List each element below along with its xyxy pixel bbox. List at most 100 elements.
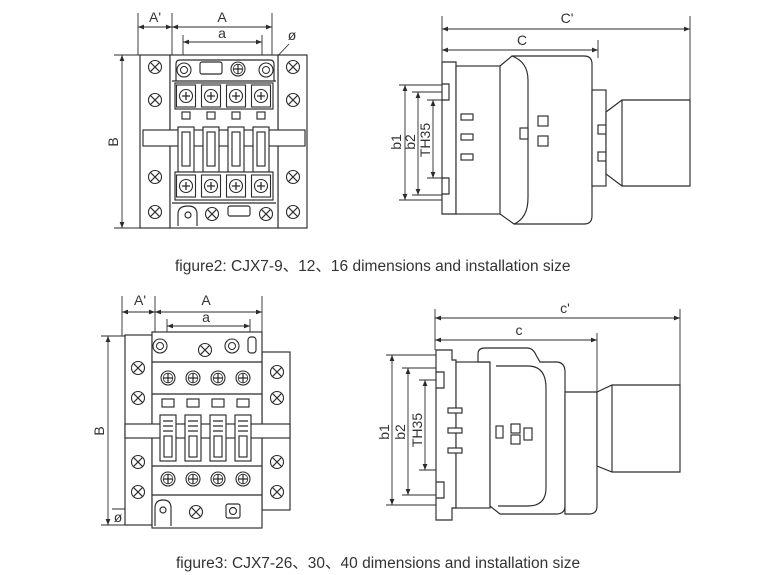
indicator-window (510, 434, 521, 445)
coil-housing (605, 99, 691, 187)
figure2-side-labels: C' C b1 b2 TH35 (388, 10, 573, 157)
front-block (455, 361, 491, 509)
figure2-caption: figure2: CJX7-9、12、16 dimensions and ins… (175, 258, 570, 275)
label-a: A (217, 9, 227, 25)
flange-screw-icon (130, 484, 146, 500)
figure2-front-view: A' A a ø B (105, 9, 308, 229)
terminal-screw-icon (160, 471, 176, 487)
terminal-tab (211, 398, 225, 408)
vent-slot (447, 447, 463, 454)
pole-window (202, 126, 220, 173)
label-c-prime: c' (560, 300, 570, 316)
terminal-tab (236, 398, 250, 408)
terminal-screw-icon (210, 370, 226, 386)
terminal-screw-icon (175, 84, 197, 108)
mounting-hole-icon (176, 62, 192, 78)
figure3-front-labels: A' A a ø B (91, 292, 211, 525)
coil-housing (596, 384, 681, 473)
pole-ridges (163, 420, 248, 432)
mounting-hole-icon (152, 338, 168, 354)
top-latch (199, 61, 223, 75)
terminal-screw-icon (185, 471, 201, 487)
figure3-front-body (124, 331, 291, 529)
vent-slot (447, 427, 463, 434)
pole-contact (163, 435, 173, 458)
vent-slot (460, 133, 474, 141)
label-a-prime: A' (149, 9, 161, 25)
pole-window (177, 126, 195, 173)
vent-slot (447, 407, 463, 414)
pole-window (227, 126, 245, 173)
label-b1: b1 (388, 134, 404, 150)
figure3-side-view: c' c b1 b2 TH35 (376, 300, 681, 521)
terminal-tab (181, 111, 191, 120)
pole-block (234, 414, 252, 462)
flange-screw-icon (269, 484, 285, 500)
label-b2: b2 (402, 134, 418, 150)
terminal-screw-icon (225, 174, 247, 198)
label-a: A (201, 292, 211, 308)
pole-contact (231, 131, 241, 167)
flange-screw-icon (147, 92, 163, 108)
flange-screw-icon (130, 454, 146, 470)
terminal-screw-icon (160, 370, 176, 386)
terminal-screw-icon (200, 174, 222, 198)
pole-contact (188, 435, 198, 458)
vent-slot (460, 153, 474, 161)
top-cover (175, 59, 275, 81)
pole-block (184, 414, 202, 462)
base-screw-icon (188, 504, 204, 520)
indicator-window (523, 427, 533, 441)
terminal-screw-icon (200, 84, 222, 108)
cover-screw-icon (230, 61, 246, 77)
terminal-tab (186, 398, 200, 408)
pole-window (252, 126, 270, 173)
back-plate (564, 391, 598, 515)
base-latch (225, 503, 241, 519)
rail-groove (436, 371, 445, 499)
flange-screw-icon (147, 204, 163, 220)
rail-clip-hole (184, 211, 192, 219)
pole-contact (206, 131, 216, 167)
indicator-window (537, 135, 549, 147)
figure2-side-view: C' C b1 b2 TH35 (388, 10, 691, 225)
terminal-screw-icon (175, 174, 197, 198)
label-b: B (105, 137, 121, 146)
pole-block (159, 414, 177, 462)
figure2-side-body (441, 55, 691, 225)
indicator-window (519, 127, 529, 140)
indicator-window (510, 423, 521, 434)
figure2-front-labels: A' A a ø B (105, 9, 297, 147)
housing-contour (496, 365, 547, 507)
figure3-side-dimensions (386, 309, 681, 506)
terminal-screw-icon (235, 471, 251, 487)
label-c-prime: C' (561, 10, 574, 26)
mounting-hole-icon (258, 62, 274, 78)
terminal-screw-icon (250, 84, 272, 108)
flange-screw-icon (285, 169, 301, 185)
base-screw-icon (258, 206, 274, 222)
flange-screw-icon (147, 169, 163, 185)
pole-contact (213, 435, 223, 458)
indicator-window (495, 425, 504, 439)
terminal-screw-icon (250, 174, 272, 198)
terminal-screw-icon (235, 370, 251, 386)
terminal-tab (206, 111, 216, 120)
label-c: c (516, 322, 523, 338)
pole-contact (256, 131, 266, 167)
figure3-front-view: A' A a ø B (91, 292, 291, 529)
rail-clip (435, 349, 457, 521)
rail-groove (442, 83, 450, 195)
indicator-window (537, 115, 549, 127)
terminal-screw-icon (185, 370, 201, 386)
label-th35: TH35 (417, 123, 433, 157)
back-tab (597, 124, 607, 135)
label-b1: b1 (376, 424, 392, 440)
base-latch (227, 205, 251, 217)
terminal-tab (256, 111, 266, 120)
flange-screw-icon (130, 390, 146, 406)
label-th35: TH35 (409, 413, 425, 447)
figure2-side-dimensions (399, 16, 691, 201)
flange-screw-icon (269, 454, 285, 470)
label-b: B (91, 426, 107, 435)
